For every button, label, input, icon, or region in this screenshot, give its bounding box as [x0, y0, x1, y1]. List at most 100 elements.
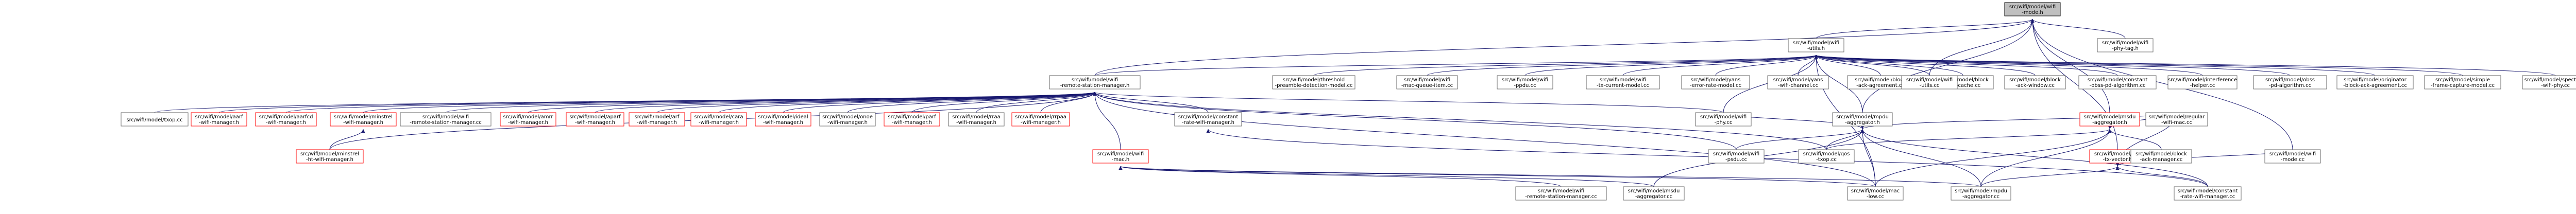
file-node-box	[755, 112, 811, 127]
file-node[interactable]: src/wifi/model/block-ack-manager.cc	[2130, 149, 2192, 164]
file-node-label: src/wifi/model/spectrum	[2524, 77, 2576, 83]
file-node-label: src/wifi/model/amrr	[503, 114, 553, 120]
file-node-label: src/wifi/model/wifi	[1404, 77, 1450, 83]
file-node[interactable]: src/wifi/model/amrr-wifi-manager.h	[500, 112, 556, 127]
file-node[interactable]: src/wifi/model/minstrel-wifi-manager.h	[330, 112, 397, 127]
file-node[interactable]: src/wifi/model/regular-wifi-mac.cc	[2145, 112, 2208, 127]
file-node-label: -wifi-manager.h	[266, 120, 306, 126]
file-node[interactable]: src/wifi/model/qos-txop.cc	[1798, 149, 1855, 164]
file-node[interactable]: src/wifi/model/wifi-mode.cc	[2264, 149, 2321, 164]
file-node-label: src/wifi/model/wifi	[1793, 40, 1839, 46]
file-node-box	[1586, 75, 1660, 90]
file-node[interactable]: src/wifi/model/wifi-mac.h	[1092, 149, 1149, 164]
file-node[interactable]: src/wifi/model/constant-rate-wifi-manage…	[1174, 112, 1242, 127]
file-node[interactable]: src/wifi/model/wifi-utils.h	[1788, 38, 1844, 52]
file-node[interactable]: src/wifi/model/block-ack-window.cc	[2004, 75, 2066, 90]
file-node[interactable]: src/wifi/model/ideal-wifi-manager.h	[755, 112, 811, 127]
file-node-box	[2130, 149, 2192, 164]
include-edge	[1094, 55, 1818, 76]
file-node-label: -wifi-manager.h	[343, 120, 383, 126]
file-node[interactable]: src/wifi/model/wifi-psdu.cc	[1708, 149, 1765, 164]
file-node[interactable]: src/wifi/model/simple-frame-capture-mode…	[2424, 75, 2501, 90]
file-node-label: -frame-capture-model.cc	[2431, 83, 2495, 88]
file-node[interactable]: src/wifi/model/rrpaa-wifi-manager.h	[1011, 112, 1070, 127]
file-node-box	[2174, 186, 2242, 201]
include-edge	[1313, 55, 1818, 76]
include-edge	[1816, 19, 2035, 39]
edges-layer	[154, 19, 2556, 187]
file-node[interactable]: src/wifi/model/cara-wifi-manager.h	[690, 112, 747, 127]
file-node-box	[884, 112, 940, 127]
file-node[interactable]: src/wifi/model/msdu-aggregator.cc	[1623, 186, 1685, 201]
file-node-label: src/wifi/model/constant	[2178, 188, 2238, 194]
include-edge	[1929, 19, 2035, 76]
include-edge	[1118, 166, 1654, 187]
file-node[interactable]: src/wifi/model/wifi-remote-station-manag…	[400, 112, 492, 127]
file-node[interactable]: src/wifi/model/minstrel-ht-wifi-manager.…	[296, 149, 364, 164]
file-node-label: src/wifi/model/minstrel	[334, 114, 393, 120]
file-node[interactable]: src/wifi/model/obss-pd-algorithm.cc	[2253, 75, 2327, 90]
file-node[interactable]: src/wifi/model/wifi-phy-tag.h	[2097, 38, 2154, 52]
file-node-label: -helper.cc	[2190, 83, 2215, 88]
file-node-box	[2097, 38, 2154, 52]
file-node-label: src/wifi/model/originator	[2344, 77, 2407, 83]
file-node[interactable]: src/wifi/model/mac-low.cc	[1847, 186, 1904, 201]
file-node[interactable]: src/wifi/model/constant-obss-pd-algorith…	[2078, 75, 2157, 90]
file-node-label: -wifi-manager.h	[508, 120, 548, 126]
include-edge	[2115, 166, 2208, 187]
file-node-box	[1767, 75, 1829, 90]
file-node-label: src/wifi/model/wifi	[1713, 151, 1759, 157]
file-node[interactable]: src/wifi/model/originator-block-ack-agre…	[2336, 75, 2414, 90]
file-node[interactable]: src/wifi/model/onoe-wifi-manager.h	[819, 112, 876, 127]
file-node[interactable]: src/wifi/model/mpdu-aggregator.h	[1832, 112, 1893, 127]
file-node[interactable]: src/wifi/model/msdu-aggregator.h	[2079, 112, 2140, 127]
include-edge	[1736, 129, 1865, 150]
include-edge	[1814, 55, 2291, 76]
file-node-label: src/wifi/model/wifi	[2269, 151, 2316, 157]
file-node-label: src/wifi/model/cara	[694, 114, 743, 120]
file-node[interactable]: src/wifi/model/wifi-utils.cc	[1901, 75, 1958, 90]
file-node-box	[2522, 75, 2576, 90]
include-edge	[1814, 55, 2118, 76]
file-node[interactable]: src/wifi/model/wifi-mac-queue-item.cc	[1396, 75, 1458, 90]
file-node-label: src/wifi/model/simple	[2435, 77, 2490, 83]
file-node-label: -ht-wifi-manager.h	[306, 157, 353, 163]
file-node-label: -psdu.cc	[1725, 157, 1747, 163]
file-node[interactable]: src/wifi/model/constant-rate-wifi-manage…	[2174, 186, 2242, 201]
file-node-label: -aggregator.h	[2092, 120, 2127, 126]
include-edge	[718, 92, 1097, 113]
file-node[interactable]: src/wifi/model/spectrum-wifi-phy.cc	[2522, 75, 2576, 90]
file-node-label: src/wifi/model/aparf	[569, 114, 621, 120]
file-node[interactable]: src/wifi/model/wifi-phy.cc	[1695, 112, 1752, 127]
file-node[interactable]: src/wifi/model/rraa-wifi-manager.h	[948, 112, 1005, 127]
file-node[interactable]: src/wifi/model/parf-wifi-manager.h	[884, 112, 940, 127]
file-node-label: src/wifi/model/mac	[1851, 188, 1900, 194]
file-node-box	[1695, 112, 1752, 127]
file-node[interactable]: src/wifi/model/arf-wifi-manager.h	[629, 112, 685, 127]
include-edge	[1815, 55, 2463, 76]
file-node[interactable]: src/wifi/model/threshold-preamble-detect…	[1272, 75, 1355, 90]
file-node[interactable]: src/wifi/model/aarf-wifi-manager.h	[191, 112, 247, 127]
file-node-label: src/wifi/model/threshold	[1283, 77, 1345, 83]
file-node[interactable]: src/wifi/model/mpdu-aggregator.cc	[1951, 186, 2011, 201]
file-node-box	[1901, 75, 1958, 90]
file-node[interactable]: src/wifi/model/yans-error-rate-model.cc	[1681, 75, 1750, 90]
file-node-box	[2004, 2, 2061, 16]
file-node[interactable]: src/wifi/model/yans-wifi-channel.cc	[1767, 75, 1829, 90]
file-node[interactable]: src/wifi/model/aparf-wifi-manager.h	[566, 112, 624, 127]
file-node-label: src/wifi/model/regular	[2149, 114, 2206, 120]
file-node-label: -wifi-manager.h	[637, 120, 677, 126]
file-node-label: -utils.h	[1807, 46, 1825, 51]
file-node-label: src/wifi/model/arf	[635, 114, 680, 120]
file-node[interactable]: src/wifi/model/wifi-remote-station-manag…	[1049, 75, 1141, 90]
file-node-box	[1708, 149, 1765, 164]
file-node[interactable]: src/wifi/model/wifi-tx-current-model.cc	[1586, 75, 1660, 90]
file-node[interactable]: src/wifi/model/txop.cc	[121, 112, 189, 127]
file-node-label: -tx-current-model.cc	[1597, 83, 1649, 88]
file-node[interactable]: src/wifi/model/wifi-remote-station-manag…	[1515, 186, 1607, 201]
file-node[interactable]: src/wifi/model/aarfcd-wifi-manager.h	[255, 112, 317, 127]
file-node[interactable]: src/wifi/model/interference-helper.cc	[2167, 75, 2238, 90]
file-node-box	[296, 149, 364, 164]
file-node[interactable]: src/wifi/model/wifi-ppdu.cc	[1497, 75, 1553, 90]
